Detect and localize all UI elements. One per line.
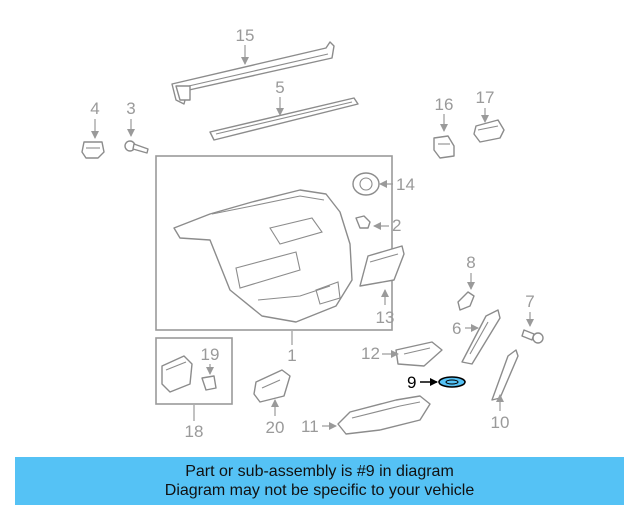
label-2: 2 [392,216,401,235]
part-17-cover [473,119,505,143]
part-18-box [155,337,233,405]
part-7-screw [521,329,544,344]
label-11: 11 [301,417,319,436]
part-1-box [155,155,393,331]
part-5-trim-strip [209,97,359,141]
part-16-bracket [433,135,455,159]
label-4: 4 [90,99,99,118]
part-2-clip [355,215,371,229]
label-8: 8 [466,253,475,272]
label-10: 10 [491,413,510,432]
label-20: 20 [266,418,285,437]
label-7: 7 [525,292,534,311]
label-1: 1 [287,346,296,365]
part-13-cover-panel [359,245,405,287]
label-13: 13 [376,308,395,327]
banner-line-1: Part or sub-assembly is #9 in diagram [185,463,454,480]
part-4-clip [81,141,105,159]
part-20-bracket [253,369,291,403]
part-12-handle-trim [395,341,443,367]
label-17: 17 [476,88,495,107]
label-19: 19 [201,345,220,364]
info-banner: Part or sub-assembly is #9 in diagram Di… [15,457,624,505]
label-15: 15 [236,26,255,45]
label-9: 9 [407,373,416,392]
part-3-screw [124,140,149,154]
part-11-armrest-trim [337,395,431,435]
label-5: 5 [275,78,284,97]
label-12: 12 [361,344,380,363]
part-9-highlighted [438,376,466,388]
part-19-clip [201,375,217,391]
part-14-speaker [352,172,380,196]
label-16: 16 [435,95,454,114]
label-14: 14 [396,175,415,194]
label-3: 3 [126,99,135,118]
part-1-door-panel [173,189,353,323]
part-6-pillar-trim [461,309,501,365]
label-6: 6 [452,319,461,338]
banner-line-2: Diagram may not be specific to your vehi… [164,482,475,499]
part-10-trim-strip [491,349,519,401]
part-15-window-strip [171,41,335,105]
label-18: 18 [185,422,204,441]
parts-diagram: 15 5 4 3 16 17 1 [81,26,544,441]
part-8-trim [457,291,475,311]
part-18-switch [161,355,193,393]
